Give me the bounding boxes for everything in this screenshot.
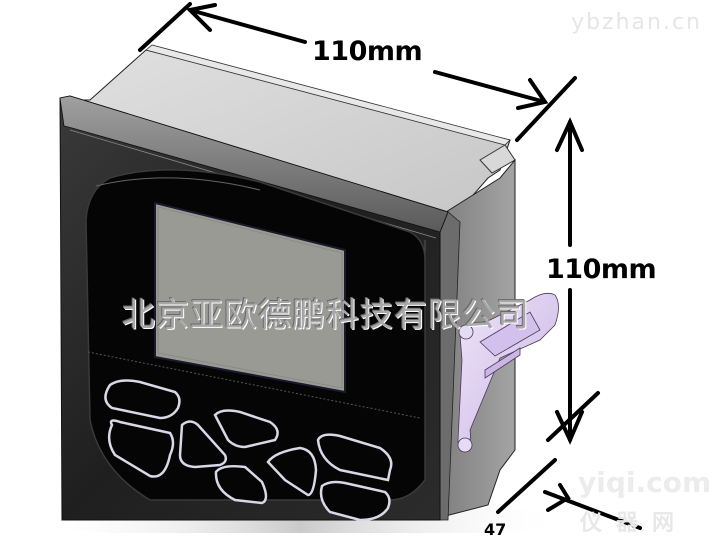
watermark-ybzhan: ybzhan.cn <box>571 10 702 35</box>
depth-label: 47 <box>484 520 507 539</box>
key-1[interactable] <box>104 379 181 420</box>
width-label: 110mm <box>312 36 423 67</box>
housing-top <box>69 44 516 223</box>
depth-dimension <box>496 458 642 530</box>
key-4[interactable] <box>319 480 391 522</box>
key-right[interactable] <box>266 446 318 497</box>
height-label: 110mm <box>546 254 657 285</box>
key-left[interactable] <box>178 420 228 469</box>
key-3[interactable] <box>316 433 393 482</box>
watermark-yiqi-cn: 仪器网 <box>580 511 689 536</box>
key-up[interactable] <box>213 409 279 449</box>
watermark-company: 北京亚欧德鹏科技有限公司 <box>122 295 530 334</box>
mounting-bracket <box>457 292 559 453</box>
keypad <box>104 379 393 522</box>
width-dimension <box>138 2 577 142</box>
lcd-screen <box>154 201 346 394</box>
watermark-yiqi: yiqi.com <box>578 466 712 499</box>
key-down[interactable] <box>214 464 268 505</box>
height-dimension <box>546 117 600 445</box>
key-2[interactable] <box>107 419 175 478</box>
